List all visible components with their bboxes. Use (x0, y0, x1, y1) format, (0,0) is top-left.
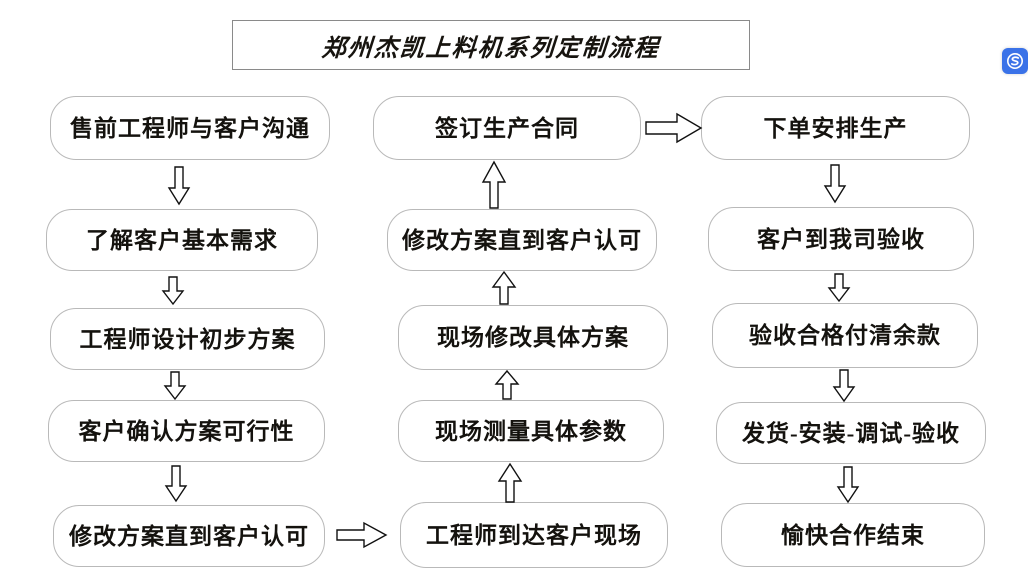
flow-node-n8[interactable]: 现场修改具体方案 (398, 305, 668, 370)
flow-node-n9[interactable]: 现场测量具体参数 (398, 400, 664, 462)
flow-node-n14[interactable]: 发货-安装-调试-验收 (716, 402, 986, 464)
arrow-c1-n3-to-n4 (163, 371, 187, 401)
arrow-c2-n8-to-n7 (491, 270, 517, 306)
arrow-c3-n14-to-n15 (836, 466, 860, 504)
flow-node-label: 修改方案直到客户认可 (69, 523, 309, 549)
arrow-c2-n6-to-c3-n11 (645, 110, 703, 146)
flow-node-label: 工程师设计初步方案 (79, 326, 296, 352)
s-logo-icon (1002, 48, 1028, 74)
flow-node-n12[interactable]: 客户到我司验收 (708, 207, 974, 271)
arrow-c2-n7-to-n6 (481, 160, 507, 210)
flow-node-n2[interactable]: 了解客户基本需求 (46, 209, 318, 271)
arrow-c2-n10-to-n9 (497, 462, 523, 504)
flow-node-label: 签订生产合同 (435, 115, 579, 141)
flow-node-label: 现场修改具体方案 (437, 325, 629, 350)
arrow-c3-n12-to-n13 (827, 273, 851, 303)
arrow-c1-n5-to-c2-n10 (336, 519, 388, 551)
flow-node-label: 下单安排生产 (763, 115, 908, 141)
flow-node-n1[interactable]: 售前工程师与客户沟通 (50, 96, 330, 160)
arrow-c1-n4-to-n5 (164, 465, 188, 503)
flow-node-n7[interactable]: 修改方案直到客户认可 (387, 209, 657, 271)
flow-node-n5[interactable]: 修改方案直到客户认可 (53, 505, 325, 567)
arrow-c3-n11-to-n12 (823, 164, 847, 204)
arrow-c3-n13-to-n14 (832, 369, 856, 403)
flow-node-label: 客户到我司验收 (757, 226, 925, 252)
flow-node-n3[interactable]: 工程师设计初步方案 (50, 308, 325, 370)
flow-node-n6[interactable]: 签订生产合同 (373, 96, 641, 160)
flow-node-n11[interactable]: 下单安排生产 (701, 96, 970, 160)
flow-node-label: 客户确认方案可行性 (78, 418, 295, 444)
flow-node-label: 修改方案直到客户认可 (402, 227, 642, 253)
chart-title-box: 郑州杰凯上料机系列定制流程 (232, 20, 750, 70)
flow-node-n4[interactable]: 客户确认方案可行性 (48, 400, 325, 462)
flow-node-n10[interactable]: 工程师到达客户现场 (400, 502, 668, 568)
page-title: 郑州杰凯上料机系列定制流程 (320, 35, 661, 62)
arrow-c1-n1-to-n2 (167, 166, 191, 206)
arrow-c1-n2-to-n3 (161, 276, 185, 306)
flow-node-n13[interactable]: 验收合格付清余款 (712, 303, 978, 368)
flow-node-label: 工程师到达客户现场 (426, 522, 642, 548)
flow-node-label: 现场测量具体参数 (435, 418, 627, 444)
flow-node-n15[interactable]: 愉快合作结束 (721, 503, 985, 567)
flow-node-label: 了解客户基本需求 (86, 227, 278, 253)
flow-node-label: 验收合格付清余款 (749, 323, 941, 348)
arrow-c2-n9-to-n8 (494, 369, 520, 401)
flow-node-label: 发货-安装-调试-验收 (742, 420, 960, 446)
flow-node-label: 售前工程师与客户沟通 (70, 115, 310, 141)
flow-node-label: 愉快合作结束 (781, 522, 925, 548)
